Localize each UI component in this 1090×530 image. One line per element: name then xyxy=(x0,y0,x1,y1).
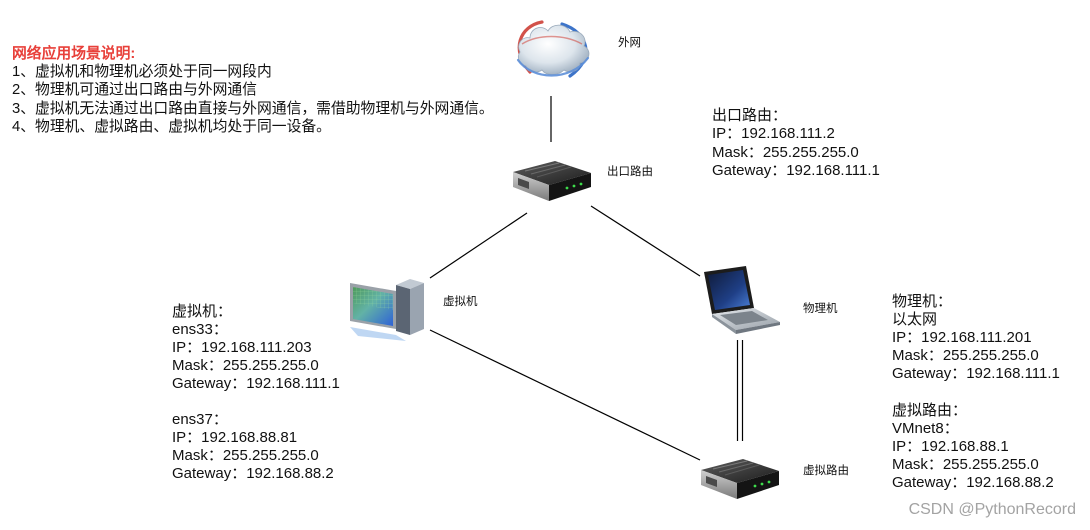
interface-gateway: Gateway：192.168.111.1 xyxy=(892,365,1060,383)
virtual-machine-heading: 虚拟机： xyxy=(172,303,233,320)
interface-mask: Mask：255.255.255.0 xyxy=(892,347,1039,365)
exit-router-ip: IP：192.168.111.2 xyxy=(712,125,835,143)
notes-title: 网络应用场景说明: xyxy=(12,46,136,62)
interface-name: VMnet8： xyxy=(892,419,959,437)
exit-router-gateway: Gateway：192.168.111.1 xyxy=(712,161,880,179)
notes-item: 4、物理机、虚拟路由、虚拟机均处于同一设备。 xyxy=(12,118,331,135)
router-icon xyxy=(513,161,591,201)
interface-gateway: Gateway：192.168.88.2 xyxy=(172,465,334,482)
interface-name: ens33： xyxy=(172,321,228,338)
interface-ip: IP：192.168.111.201 xyxy=(892,329,1032,347)
link-exit-router-physical-machine xyxy=(590,205,701,277)
physical-machine-label: 物理机 xyxy=(803,303,838,315)
laptop-icon xyxy=(704,266,780,334)
interface-ip: IP：192.168.111.203 xyxy=(172,339,312,356)
desktop-computer-icon xyxy=(350,279,424,341)
virtual-machine-label: 虚拟机 xyxy=(443,296,478,308)
interface-gateway: Gateway：192.168.111.1 xyxy=(172,375,340,392)
internet-label: 外网 xyxy=(618,37,641,49)
interface-ip: IP：192.168.88.81 xyxy=(172,429,298,446)
link-exit-router-virtual-machine xyxy=(429,212,528,279)
virtual-machine-details: 虚拟机： ens33： IP：192.168.111.203 Mask：255.… xyxy=(172,303,340,483)
interface-name: ens37： xyxy=(172,411,228,428)
virtual-router-label: 虚拟路由 xyxy=(803,465,849,477)
notes-item: 2、物理机可通过出口路由与外网通信 xyxy=(12,82,257,99)
interface-mask: Mask：255.255.255.0 xyxy=(172,447,319,464)
exit-router-mask: Mask：255.255.255.0 xyxy=(712,143,859,161)
interface-mask: Mask：255.255.255.0 xyxy=(892,455,1039,473)
interface-gateway: Gateway：192.168.88.2 xyxy=(892,473,1054,491)
physical-machine-details: 物理机： 以太网 IP：192.168.111.201 Mask：255.255… xyxy=(892,293,1060,492)
scenario-notes: 网络应用场景说明: 1、虚拟机和物理机必须处于同一网段内 2、物理机可通过出口路… xyxy=(12,45,494,136)
notes-item: 1、虚拟机和物理机必须处于同一网段内 xyxy=(12,64,272,81)
interface-mask: Mask：255.255.255.0 xyxy=(172,357,319,374)
physical-machine-heading: 物理机： xyxy=(892,293,953,310)
link-virtual-machine-virtual-router xyxy=(429,329,701,461)
watermark: CSDN @PythonRecord xyxy=(908,501,1076,518)
exit-router-heading: 出口路由： xyxy=(712,107,788,124)
cloud-icon xyxy=(516,20,590,78)
virtual-router-heading: 虚拟路由： xyxy=(892,401,968,419)
interface-ip: IP：192.168.88.1 xyxy=(892,437,1009,455)
exit-router-details: 出口路由： IP：192.168.111.2 Mask：255.255.255.… xyxy=(712,107,880,180)
router-icon xyxy=(701,459,779,499)
interface-name: 以太网 xyxy=(892,311,938,329)
exit-router-label: 出口路由 xyxy=(607,166,653,178)
notes-item: 3、虚拟机无法通过出口路由直接与外网通信，需借助物理机与外网通信。 xyxy=(12,100,494,117)
